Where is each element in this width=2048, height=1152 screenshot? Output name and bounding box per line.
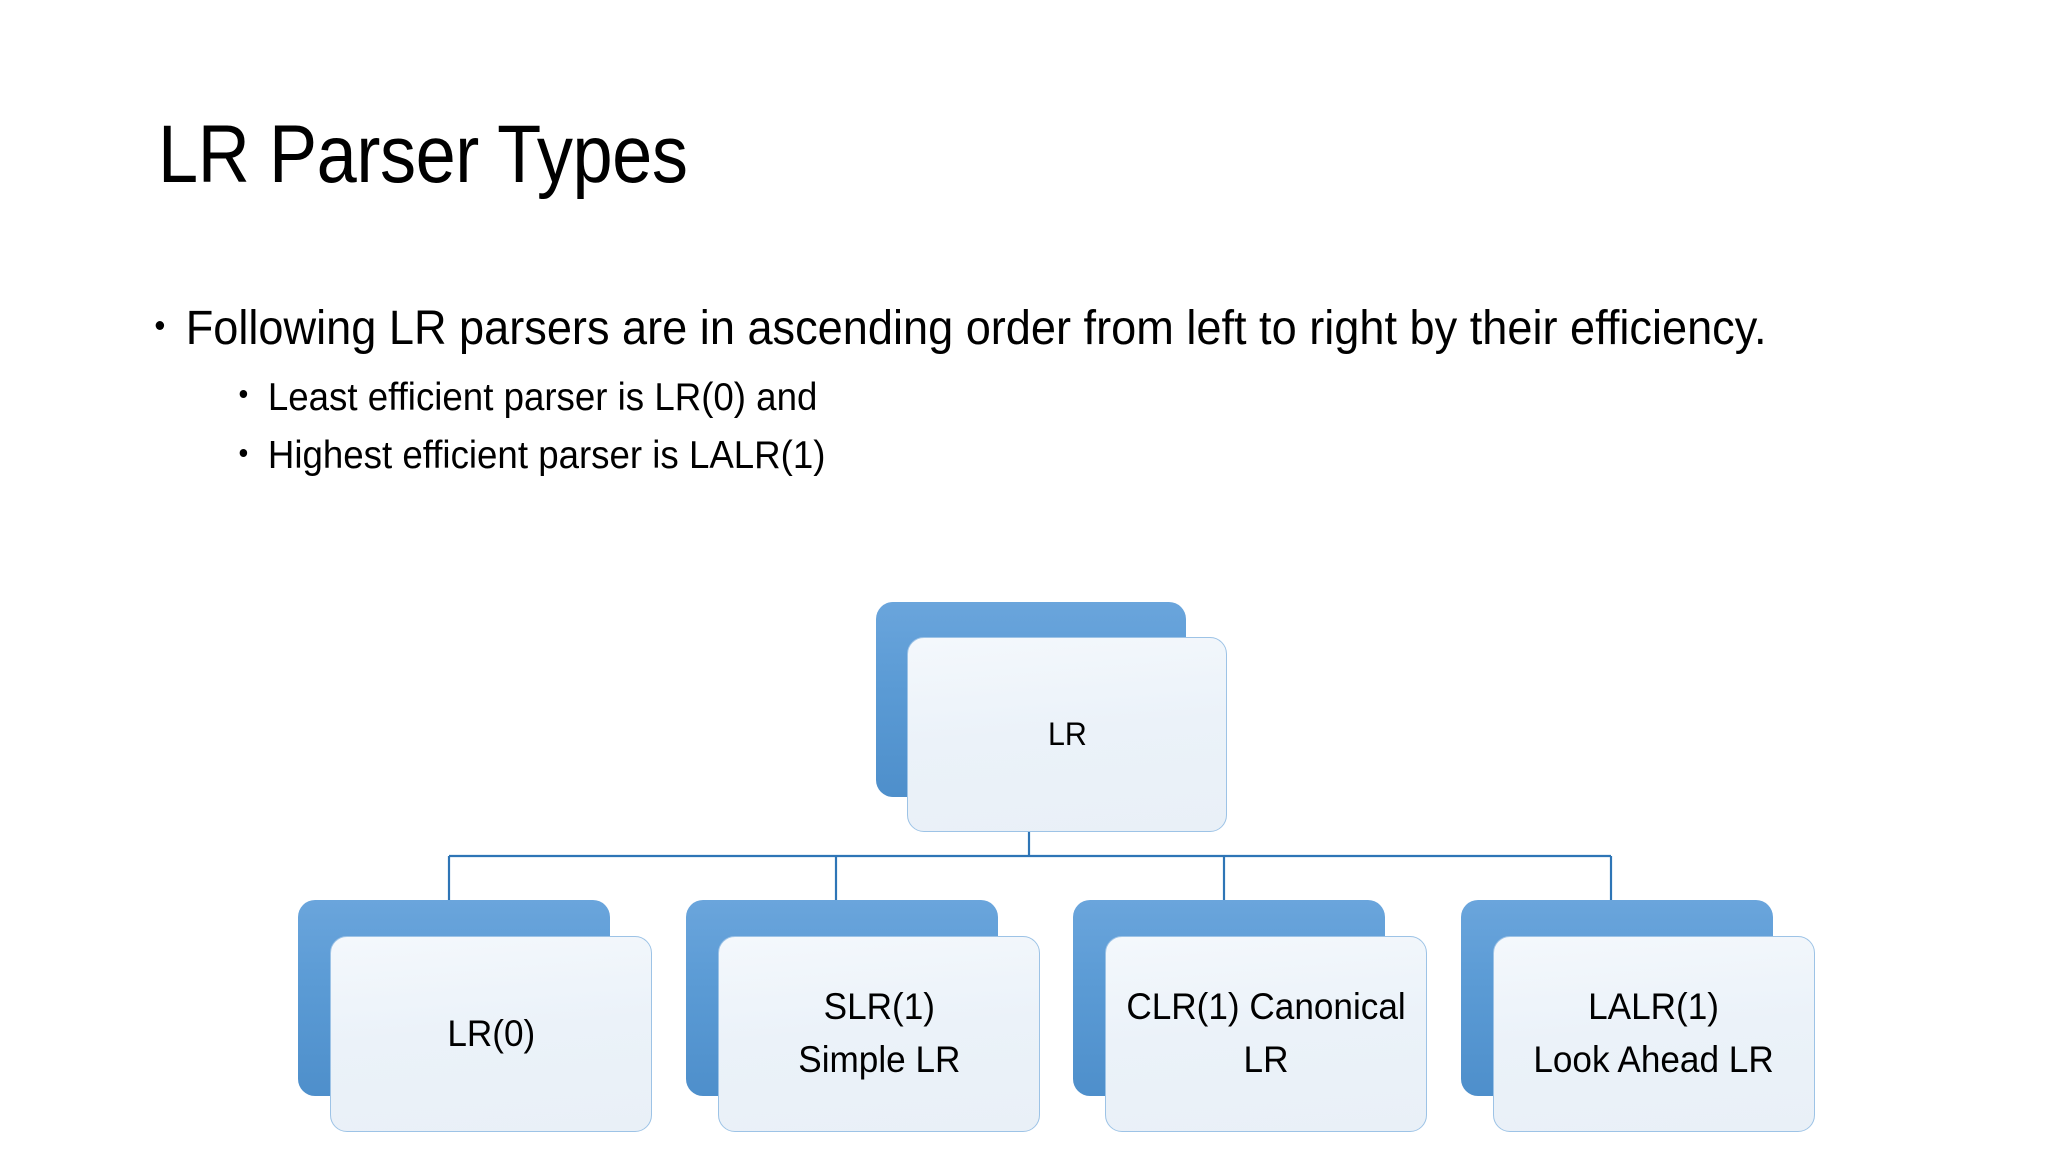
node-shadow-clr1 (1073, 900, 1385, 1096)
bullet-dot-icon (239, 390, 248, 399)
org-node-slr1[interactable]: SLR(1) Simple LR (686, 900, 1041, 1135)
bullet-dot-icon (239, 449, 248, 458)
node-label-slr1: SLR(1) Simple LR (797, 986, 961, 1080)
node-shadow-lr (876, 602, 1186, 797)
node-label-lr: LR (1047, 715, 1087, 752)
sub-bullet-list: Least efficient parser is LR(0) and High… (234, 373, 1970, 482)
bullet-level2-text: Least efficient parser is LR(0) and (267, 375, 818, 419)
bullet-dot-icon (155, 321, 165, 331)
org-node-clr1[interactable]: CLR(1) Canonical LR (1073, 900, 1428, 1135)
org-node-lr[interactable]: LR (876, 602, 1228, 832)
node-shadow-lalr1 (1461, 900, 1773, 1096)
node-face-lalr1[interactable]: LALR(1) Look Ahead LR (1493, 936, 1815, 1132)
org-node-lalr1[interactable]: LALR(1) Look Ahead LR (1461, 900, 1816, 1135)
node-face-slr1[interactable]: SLR(1) Simple LR (718, 936, 1040, 1132)
page-title: LR Parser Types (158, 109, 688, 200)
bullet-level2: Least efficient parser is LR(0) and (234, 373, 1866, 424)
bullet-level1: Following LR parsers are in ascending or… (150, 300, 1861, 359)
node-face-lr[interactable]: LR (907, 637, 1227, 832)
node-face-lr0[interactable]: LR(0) (330, 936, 652, 1132)
body-bullet-list: Following LR parsers are in ascending or… (150, 300, 1970, 490)
node-label-clr1: CLR(1) Canonical LR (1126, 986, 1406, 1080)
node-shadow-slr1 (686, 900, 998, 1096)
node-face-clr1[interactable]: CLR(1) Canonical LR (1105, 936, 1427, 1132)
bullet-level2-text: Highest efficient parser is LALR(1) (267, 434, 826, 478)
node-label-lalr1: LALR(1) Look Ahead LR (1533, 986, 1775, 1080)
org-node-lr0[interactable]: LR(0) (298, 900, 653, 1135)
node-label-lr0: LR(0) (447, 1012, 535, 1054)
bullet-level1-text: Following LR parsers are in ascending or… (185, 302, 1767, 355)
bullet-level2: Highest efficient parser is LALR(1) (234, 431, 1866, 482)
node-shadow-lr0 (298, 900, 610, 1096)
